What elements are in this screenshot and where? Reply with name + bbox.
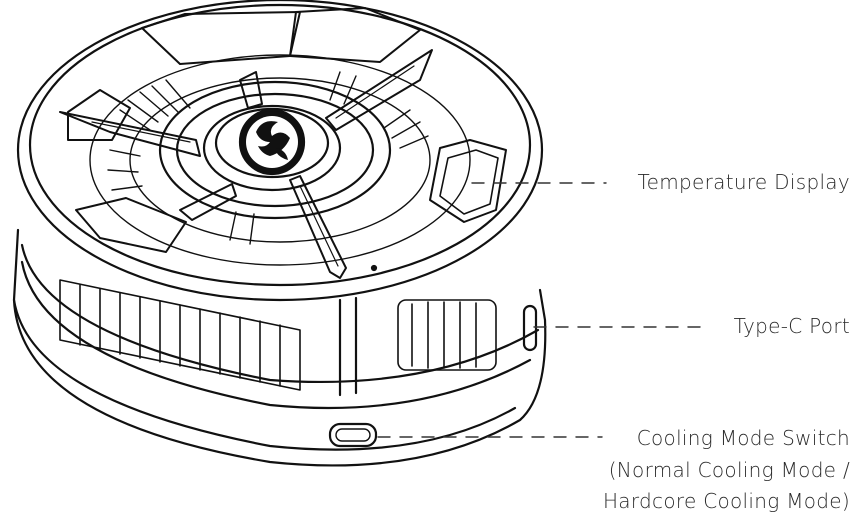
spike-left xyxy=(59,111,201,157)
callout-type-c-port: Type-C Port xyxy=(733,314,850,338)
spike-lower-left xyxy=(179,183,237,221)
temperature-display-panel xyxy=(439,149,499,215)
callout-cooling-mode-switch-line2: (Normal Cooling Mode / xyxy=(608,458,850,482)
cooling-mode-switch-knob xyxy=(335,428,371,442)
callout-cooling-mode-switch: Cooling Mode Switch xyxy=(636,426,850,450)
base-vent-right xyxy=(397,299,497,371)
body-seam xyxy=(338,296,358,397)
type-c-port xyxy=(522,304,538,352)
callout-cooling-mode-switch-line3: Hardcore Cooling Mode) xyxy=(602,489,850,513)
base-body xyxy=(12,228,547,467)
indicator-dot xyxy=(370,264,378,272)
callout-leaders xyxy=(377,182,707,438)
callout-temperature-display: Temperature Display xyxy=(637,170,850,194)
spike-right xyxy=(325,49,433,131)
fan-spikes xyxy=(59,49,433,279)
dragon-logo-icon xyxy=(238,108,306,176)
spike-top xyxy=(239,71,263,109)
spike-bottom xyxy=(289,175,347,279)
cooling-mode-switch[interactable] xyxy=(328,422,378,448)
fan-grille xyxy=(89,54,471,266)
top-ring xyxy=(16,0,544,302)
base-vent-left xyxy=(59,279,301,391)
